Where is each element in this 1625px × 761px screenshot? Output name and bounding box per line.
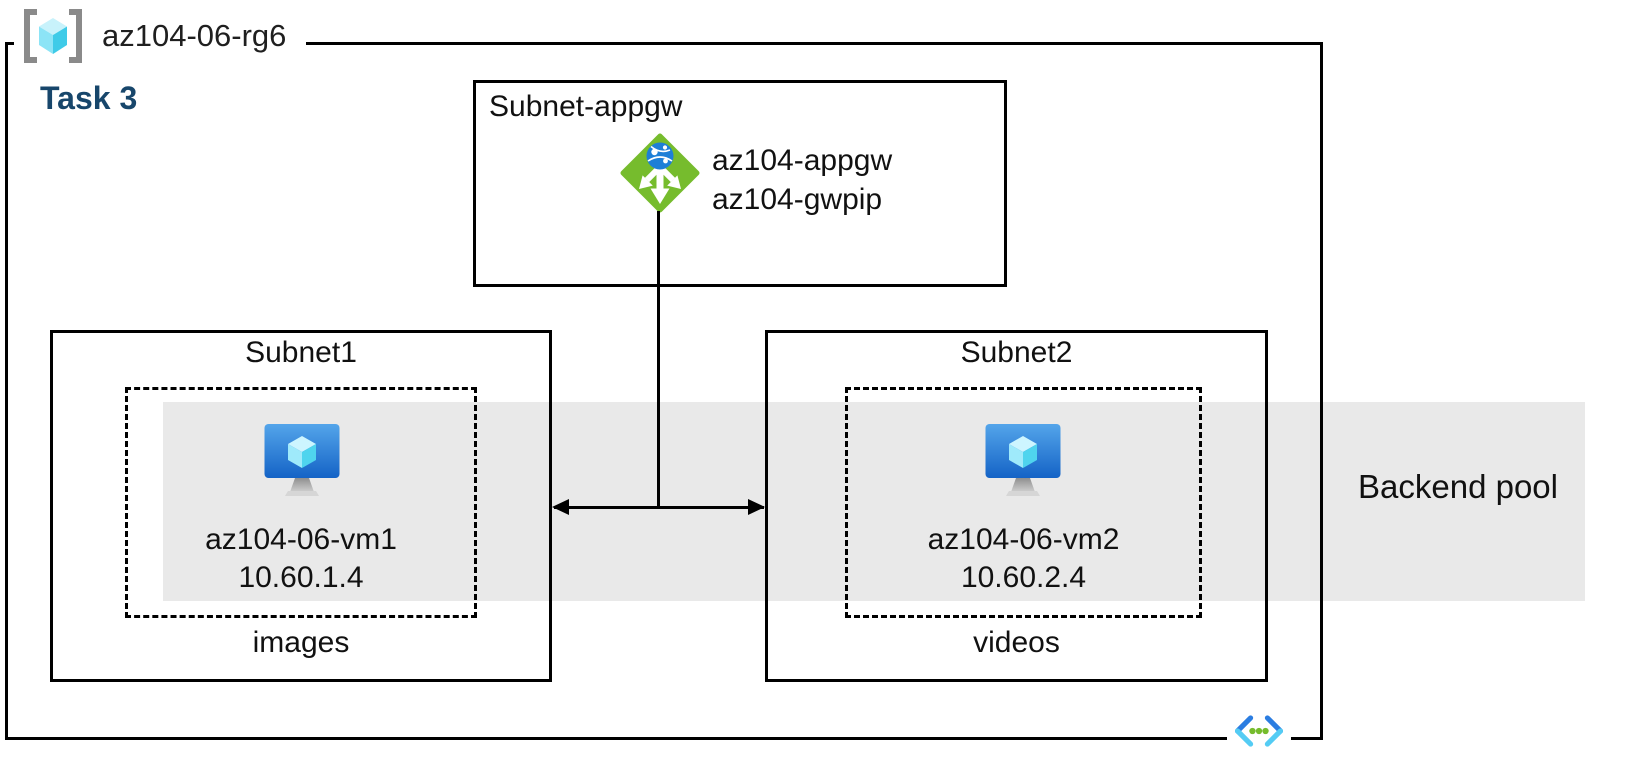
arrowhead-right-icon: [748, 499, 765, 515]
subnet2-title: Subnet2: [960, 336, 1073, 369]
subnet2-caption: videos: [973, 626, 1060, 659]
arrowhead-left-icon: [552, 499, 569, 515]
subnet2-box: [765, 330, 1268, 682]
appgw-public-ip-name: az104-gwpip: [712, 183, 883, 216]
appgw-name: az104-appgw: [712, 144, 893, 177]
backend-pool-label: Backend pool: [1358, 468, 1558, 505]
appgw-vertical-connector: [657, 211, 660, 508]
vm2-ip: 10.60.2.4: [960, 561, 1087, 594]
vm2-labels: az104-06-vm2 10.60.2.4: [845, 521, 1202, 597]
vm2-name: az104-06-vm2: [927, 523, 1120, 556]
appgw-subnet-title: Subnet-appgw: [489, 90, 683, 123]
appgw-labels: az104-appgw az104-gwpip: [712, 141, 892, 219]
application-gateway-icon: [620, 132, 700, 214]
subnet1-box: [50, 330, 552, 682]
subnet1-caption: images: [252, 626, 350, 659]
vm1-ip: 10.60.1.4: [238, 561, 364, 594]
virtual-machine-icon-vm1: [263, 420, 341, 500]
resource-group-icon: [20, 7, 86, 65]
appgw-subnet-box: [473, 80, 1007, 287]
virtual-network-icon: [1227, 712, 1291, 750]
resource-group-box: [5, 42, 1323, 740]
resource-group-header: az104-06-rg6: [14, 6, 307, 66]
backend-pool-band: [163, 402, 1585, 601]
task-label: Task 3: [40, 80, 138, 116]
vm1-labels: az104-06-vm1 10.60.1.4: [125, 521, 477, 597]
subnet-horizontal-connector: [554, 506, 764, 509]
vm1-dashed-box: [125, 387, 477, 618]
resource-group-label: az104-06-rg6: [102, 18, 287, 53]
vm1-name: az104-06-vm1: [205, 523, 397, 556]
virtual-machine-icon-vm2: [984, 420, 1062, 500]
vm2-dashed-box: [845, 387, 1202, 618]
subnet1-title: Subnet1: [245, 336, 357, 369]
